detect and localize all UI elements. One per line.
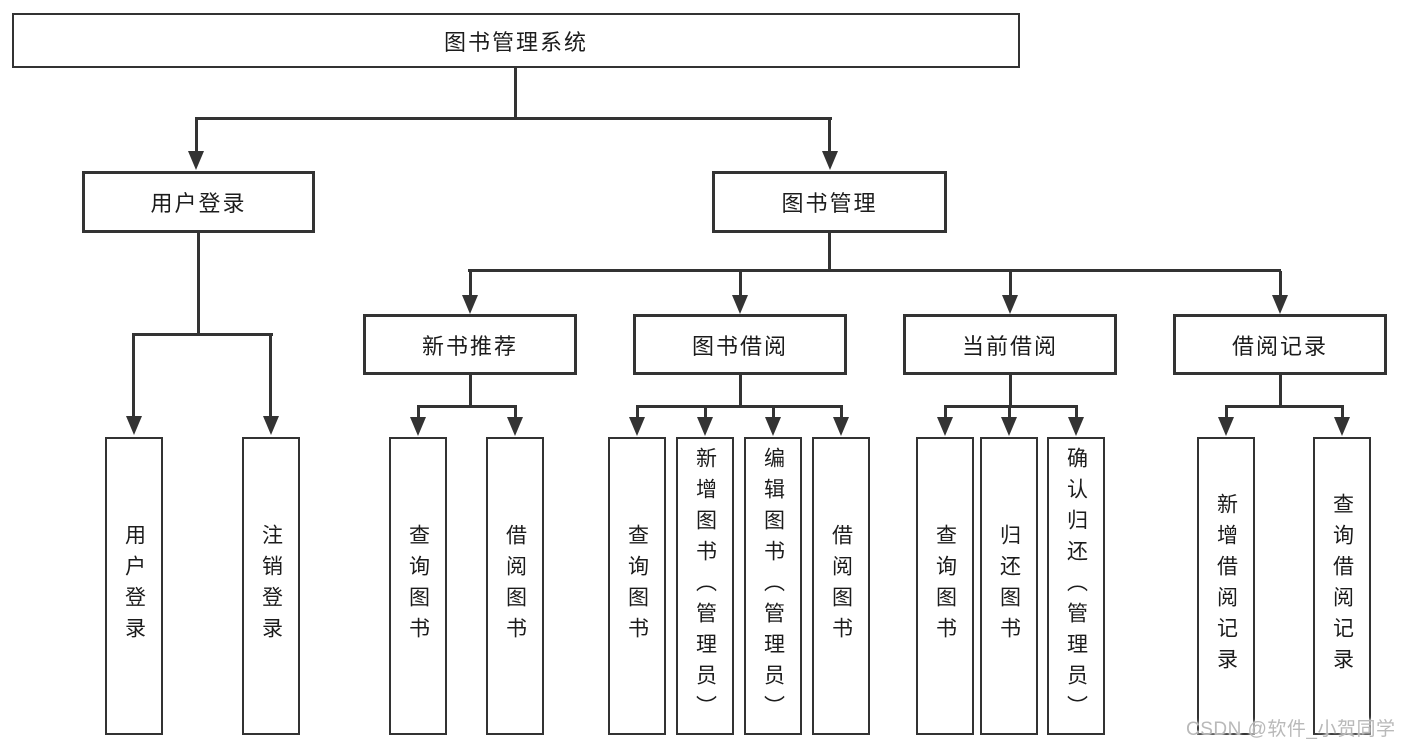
- node-label: 图书管理: [781, 191, 878, 216]
- connector-line: [195, 117, 832, 120]
- arrow-down-icon: [126, 416, 142, 435]
- arrow-down-icon: [765, 417, 781, 436]
- node-current-borrowing: 当前借阅: [903, 314, 1117, 375]
- connector-line: [1225, 405, 1344, 408]
- leaf-label: 查询图书: [933, 524, 957, 648]
- arrow-down-icon: [822, 151, 838, 170]
- arrow-down-icon: [507, 417, 523, 436]
- csdn-watermark: CSDN @软件_小贺同学: [1186, 719, 1396, 740]
- connector-line: [840, 407, 843, 417]
- connector-line: [469, 271, 472, 296]
- connector-line: [1279, 271, 1282, 296]
- node-label: 用户登录: [150, 191, 247, 216]
- leaf-borrow-books: 借阅图书: [812, 437, 870, 735]
- leaf-add-books-admin: 新增图书（管理员）: [676, 437, 734, 735]
- leaf-user-login: 用户登录: [105, 437, 163, 735]
- connector-line: [739, 375, 742, 408]
- arrow-down-icon: [410, 417, 426, 436]
- connector-line: [772, 407, 775, 417]
- leaf-label: 编辑图书（管理员）: [761, 446, 785, 726]
- leaf-label: 借阅图书: [829, 524, 853, 648]
- node-borrowing-records: 借阅记录: [1173, 314, 1387, 375]
- leaf-label: 归还图书: [997, 524, 1021, 648]
- leaf-label: 借阅图书: [503, 524, 527, 648]
- leaf-logout: 注销登录: [242, 437, 300, 735]
- node-label: 图书借阅: [691, 333, 788, 359]
- arrow-down-icon: [1334, 417, 1350, 436]
- connector-line: [1279, 375, 1282, 408]
- arrow-down-icon: [1218, 417, 1234, 436]
- arrow-down-icon: [732, 295, 748, 314]
- connector-line: [514, 407, 517, 417]
- leaf-label: 查询图书: [625, 524, 649, 648]
- connector-line: [636, 405, 843, 408]
- leaf-label: 新增图书（管理员）: [693, 446, 717, 726]
- node-label: 新书推荐: [421, 333, 518, 359]
- connector-line: [417, 405, 517, 408]
- leaf-query-borrow-record: 查询借阅记录: [1313, 437, 1371, 735]
- connector-line: [944, 405, 1078, 408]
- connector-line: [1225, 407, 1228, 417]
- node-label: 当前借阅: [961, 333, 1058, 359]
- node-library-management-system: 图书管理系统: [12, 13, 1020, 68]
- leaf-edit-books-admin: 编辑图书（管理员）: [744, 437, 802, 735]
- connector-line: [1008, 407, 1011, 417]
- connector-line: [468, 269, 1281, 272]
- connector-line: [417, 407, 420, 417]
- arrow-down-icon: [462, 295, 478, 314]
- leaf-label: 用户登录: [122, 524, 146, 648]
- connector-line: [1341, 407, 1344, 417]
- connector-line: [132, 335, 135, 416]
- arrow-down-icon: [188, 151, 204, 170]
- node-new-book-recommendation: 新书推荐: [363, 314, 577, 375]
- leaf-label: 新增借阅记录: [1214, 493, 1238, 679]
- connector-line: [1009, 271, 1012, 296]
- leaf-add-borrow-record: 新增借阅记录: [1197, 437, 1255, 735]
- node-label: 借阅记录: [1231, 333, 1328, 359]
- connector-line: [636, 407, 639, 417]
- leaf-label: 查询借阅记录: [1330, 493, 1354, 679]
- arrow-down-icon: [1068, 417, 1084, 436]
- connector-line: [739, 271, 742, 296]
- connector-line: [514, 68, 517, 118]
- arrow-down-icon: [263, 416, 279, 435]
- arrow-down-icon: [1001, 417, 1017, 436]
- connector-line: [469, 375, 472, 408]
- arrow-down-icon: [629, 417, 645, 436]
- arrow-down-icon: [1002, 295, 1018, 314]
- leaf-return-books: 归还图书: [980, 437, 1038, 735]
- connector-line: [944, 407, 947, 417]
- arrow-down-icon: [937, 417, 953, 436]
- connector-line: [1075, 407, 1078, 417]
- connector-line: [1009, 375, 1012, 408]
- node-label: 图书管理系统: [443, 29, 588, 55]
- connector-line: [269, 335, 272, 416]
- connector-line: [197, 233, 200, 335]
- leaf-borrow-books-recommend: 借阅图书: [486, 437, 544, 735]
- leaf-label: 查询图书: [406, 524, 430, 648]
- leaf-query-books-current: 查询图书: [916, 437, 974, 735]
- connector-line: [704, 407, 707, 417]
- leaf-confirm-return-admin: 确认归还（管理员）: [1047, 437, 1105, 735]
- node-user-login: 用户登录: [82, 171, 315, 233]
- node-book-management: 图书管理: [712, 171, 947, 233]
- arrow-down-icon: [697, 417, 713, 436]
- connector-line: [195, 117, 198, 153]
- leaf-query-books-borrow: 查询图书: [608, 437, 666, 735]
- leaf-label: 注销登录: [259, 524, 283, 648]
- connector-line: [828, 117, 831, 153]
- leaf-label: 确认归还（管理员）: [1064, 446, 1088, 726]
- arrow-down-icon: [833, 417, 849, 436]
- connector-line: [132, 333, 273, 336]
- arrow-down-icon: [1272, 295, 1288, 314]
- leaf-query-books-recommend: 查询图书: [389, 437, 447, 735]
- node-book-borrowing: 图书借阅: [633, 314, 847, 375]
- connector-line: [828, 233, 831, 272]
